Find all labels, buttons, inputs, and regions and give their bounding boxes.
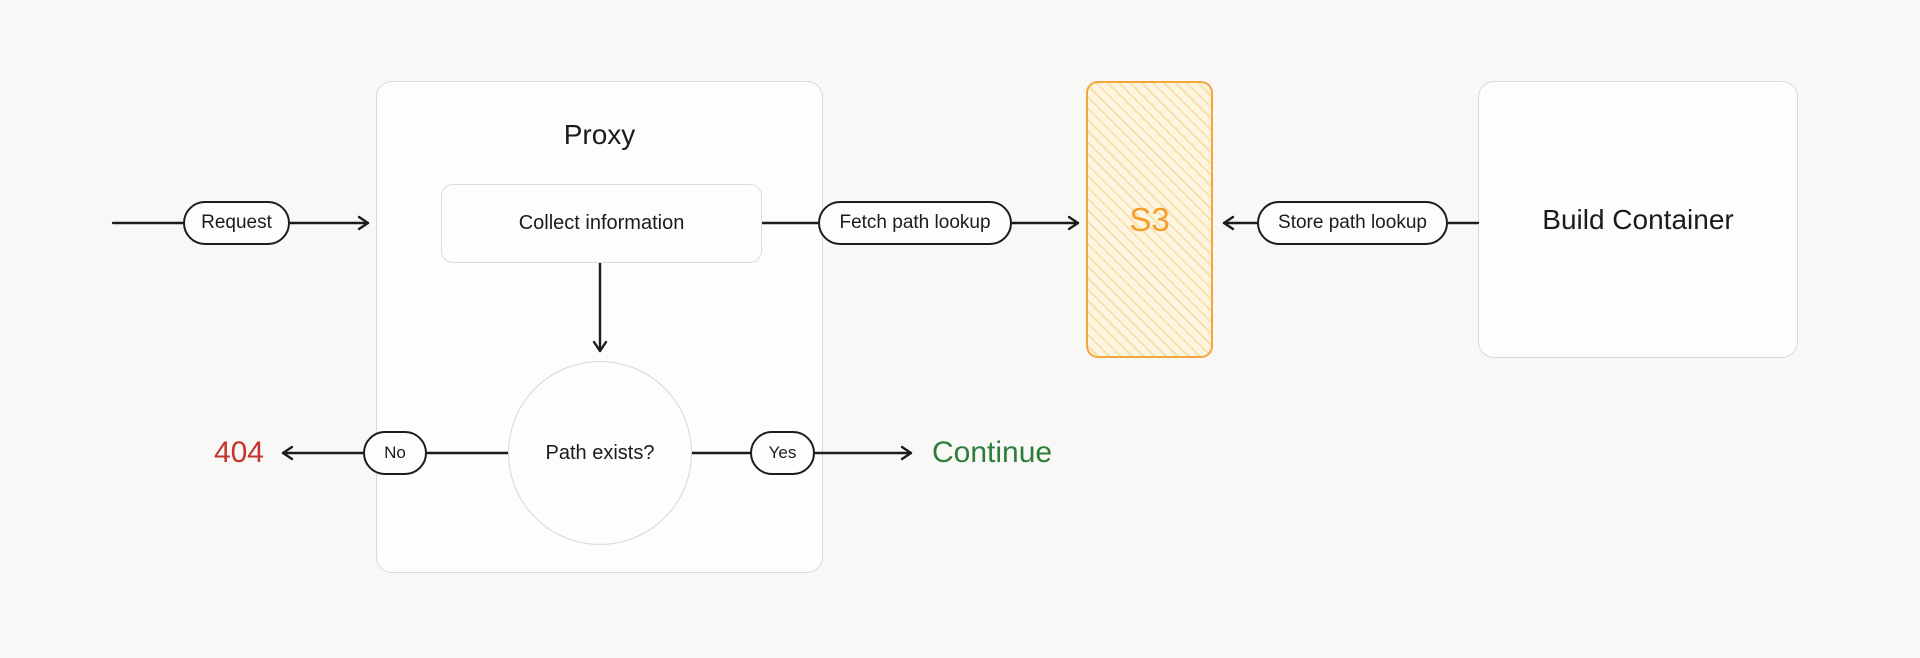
path-exists-label: Path exists? (545, 441, 655, 464)
proxy-title: Proxy (563, 119, 636, 150)
no-pill: No (363, 431, 427, 475)
build-container-label: Build Container (1542, 203, 1734, 235)
request-pill: Request (183, 201, 290, 245)
yes-pill: Yes (750, 431, 815, 475)
build-container-box (1478, 81, 1798, 358)
store-path-lookup-pill: Store path lookup (1257, 201, 1448, 245)
request-label: Request (201, 212, 272, 233)
collect-information-box: Collect information (441, 184, 762, 263)
fetch-path-lookup-pill: Fetch path lookup (818, 201, 1012, 245)
path-exists-decision: Path exists? (508, 361, 692, 545)
yes-label: Yes (768, 443, 797, 462)
store-path-lookup-label: Store path lookup (1278, 212, 1427, 233)
s3-box: S3 (1086, 81, 1213, 358)
s3-label: S3 (1129, 200, 1170, 238)
collect-information-label: Collect information (518, 212, 685, 234)
404-label: 404 (213, 436, 264, 469)
no-label: No (384, 443, 406, 462)
continue-label: Continue (932, 436, 1053, 469)
fetch-path-lookup-label: Fetch path lookup (839, 212, 991, 233)
